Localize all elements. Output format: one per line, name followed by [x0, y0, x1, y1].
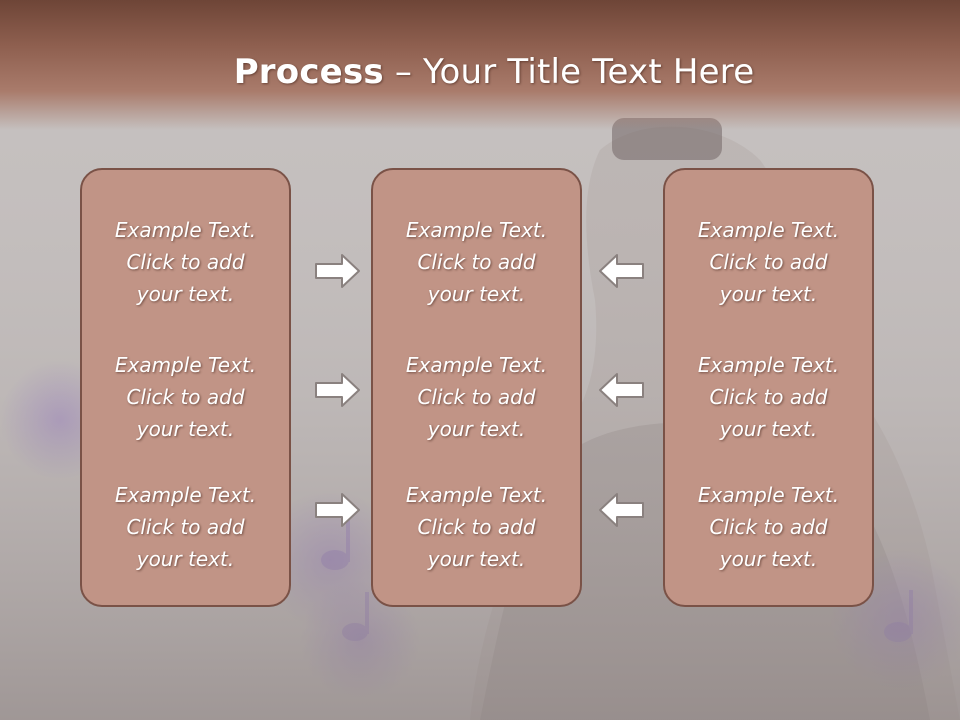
- text-line: Click to add: [126, 385, 245, 409]
- text-line: Example Text.: [697, 218, 840, 242]
- text-line: Example Text.: [697, 483, 840, 507]
- title-bold: Process: [233, 52, 384, 92]
- text-line: Example Text.: [697, 353, 840, 377]
- text-line: Click to add: [709, 515, 828, 539]
- text-line: your text.: [136, 417, 235, 441]
- text-line: your text.: [719, 547, 818, 571]
- text-line: your text.: [427, 417, 526, 441]
- left-arrow-icon: [599, 493, 644, 527]
- text-block[interactable]: Example Text. Click to add your text.: [665, 214, 872, 310]
- process-box-center[interactable]: Example Text. Click to add your text. Ex…: [371, 168, 582, 607]
- text-line: your text.: [136, 282, 235, 306]
- left-arrow-icon: [599, 373, 644, 407]
- text-block[interactable]: Example Text. Click to add your text.: [665, 479, 872, 575]
- text-block[interactable]: Example Text. Click to add your text.: [373, 349, 580, 445]
- slide-title[interactable]: Process – Your Title Text Here: [0, 52, 960, 92]
- text-line: your text.: [427, 282, 526, 306]
- text-line: Click to add: [126, 250, 245, 274]
- right-arrow-icon: [315, 254, 360, 288]
- right-arrow-icon: [315, 373, 360, 407]
- text-line: your text.: [719, 417, 818, 441]
- process-box-left[interactable]: Example Text. Click to add your text. Ex…: [80, 168, 291, 607]
- text-line: Example Text.: [405, 218, 548, 242]
- right-arrow-icon: [315, 493, 360, 527]
- text-line: Example Text.: [114, 483, 257, 507]
- text-line: Example Text.: [114, 353, 257, 377]
- text-line: Example Text.: [405, 483, 548, 507]
- title-rest: – Your Title Text Here: [383, 52, 755, 92]
- title-band: [0, 0, 960, 130]
- text-block[interactable]: Example Text. Click to add your text.: [373, 479, 580, 575]
- text-line: your text.: [719, 282, 818, 306]
- text-block[interactable]: Example Text. Click to add your text.: [665, 349, 872, 445]
- text-line: Click to add: [417, 515, 536, 539]
- text-block[interactable]: Example Text. Click to add your text.: [82, 349, 289, 445]
- process-box-right[interactable]: Example Text. Click to add your text. Ex…: [663, 168, 874, 607]
- text-line: your text.: [136, 547, 235, 571]
- text-line: Example Text.: [114, 218, 257, 242]
- text-line: Click to add: [709, 385, 828, 409]
- text-line: Click to add: [417, 250, 536, 274]
- text-block[interactable]: Example Text. Click to add your text.: [373, 214, 580, 310]
- text-line: your text.: [427, 547, 526, 571]
- text-block[interactable]: Example Text. Click to add your text.: [82, 214, 289, 310]
- text-line: Click to add: [417, 385, 536, 409]
- text-line: Click to add: [126, 515, 245, 539]
- text-line: Click to add: [709, 250, 828, 274]
- text-line: Example Text.: [405, 353, 548, 377]
- left-arrow-icon: [599, 254, 644, 288]
- text-block[interactable]: Example Text. Click to add your text.: [82, 479, 289, 575]
